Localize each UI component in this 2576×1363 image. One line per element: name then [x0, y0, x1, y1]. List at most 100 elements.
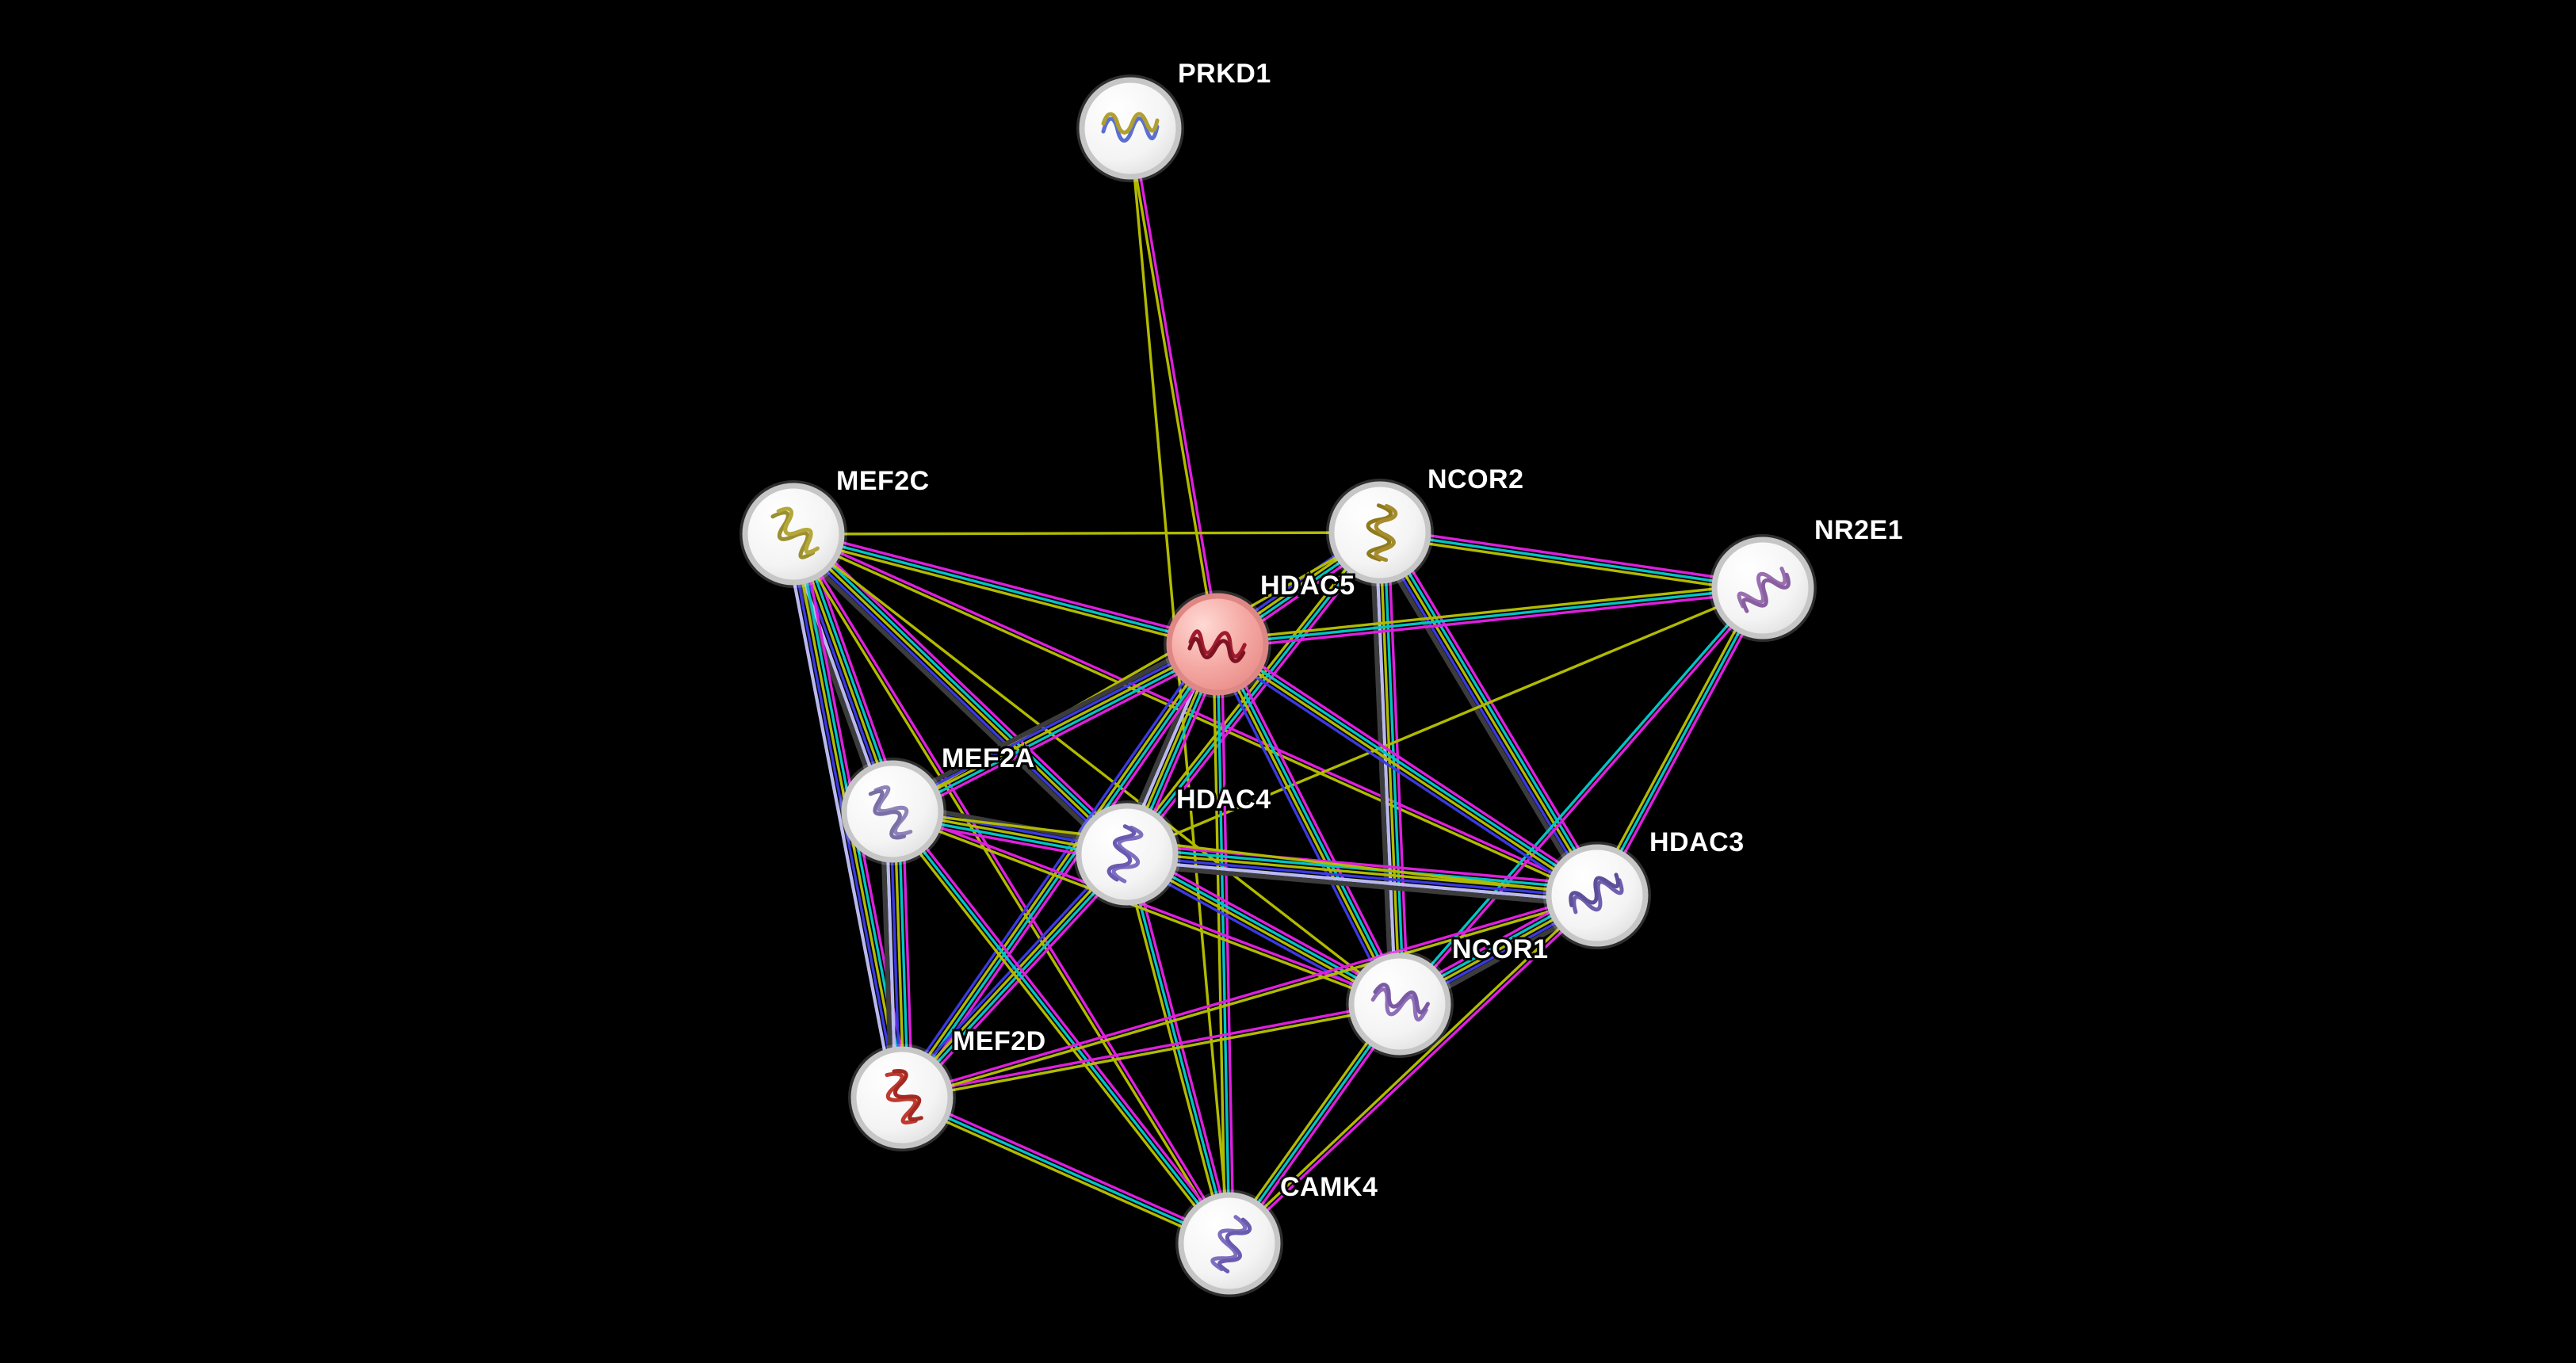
structure-ribbon: [1187, 636, 1246, 663]
edge-HDAC5-MEF2A-cyan[interactable]: [892, 646, 1221, 817]
edge-MEF2A-CAMK4-olive[interactable]: [888, 812, 1228, 1247]
edge-MEF2C-MEF2D-lilac[interactable]: [783, 533, 896, 1101]
edge-NCOR2-HDAC3-cyan[interactable]: [1382, 529, 1603, 895]
edge-HDAC5-NCOR1-blue[interactable]: [1210, 645, 1396, 1009]
edge-MEF2A-CAMK4-cyan[interactable]: [891, 810, 1231, 1245]
structure-ribbon: [1572, 878, 1624, 914]
protein-node-HDAC3[interactable]: [1543, 842, 1651, 949]
protein-node-MEF2A[interactable]: [839, 758, 946, 865]
edge-HDAC4-HDAC3-blue[interactable]: [1126, 854, 1599, 899]
edge-HDAC5-HDAC3-olive[interactable]: [1214, 644, 1598, 899]
edge-HDAC4-HDAC3-lilac[interactable]: [1125, 858, 1599, 903]
protein-node-PRKD1[interactable]: [1076, 74, 1184, 182]
protein-node-NR2E1[interactable]: [1709, 534, 1817, 642]
edge-MEF2D-CAMK4-cyan[interactable]: [900, 1096, 1231, 1245]
node-halo: [1543, 842, 1651, 949]
edge-NR2E1-HDAC5-cyan[interactable]: [1216, 586, 1764, 646]
structure-ribbon: [1737, 566, 1787, 609]
edge-MEF2A-NCOR1-magenta[interactable]: [892, 807, 1402, 1004]
edge-HDAC4-HDAC3-black[interactable]: [1123, 861, 1599, 908]
edge-HDAC3-CAMK4-magenta[interactable]: [1229, 895, 1600, 1247]
edge-HDAC5-HDAC3-cyan[interactable]: [1217, 641, 1600, 895]
protein-structure-icon: [1569, 872, 1624, 914]
edge-MEF2D-HDAC3-magenta[interactable]: [900, 891, 1598, 1098]
edge-MEF2C-CAMK4-magenta[interactable]: [793, 531, 1233, 1244]
edge-MEF2D-CAMK4-olive[interactable]: [899, 1100, 1229, 1249]
edge-MEF2C-HDAC4-black[interactable]: [785, 537, 1124, 863]
protein-node-NCOR2[interactable]: [1326, 479, 1434, 586]
edge-HDAC4-MEF2D-blue[interactable]: [896, 849, 1124, 1095]
edge-HDAC3-CAMK4-olive[interactable]: [1226, 892, 1597, 1243]
edge-NCOR2-HDAC4-magenta[interactable]: [1129, 533, 1385, 858]
edge-NR2E1-HDAC5-olive[interactable]: [1215, 582, 1764, 642]
edge-MEF2C-HDAC4-blue[interactable]: [789, 536, 1126, 859]
edge-HDAC5-MEF2A-blue[interactable]: [889, 639, 1217, 810]
edge-PRKD1-HDAC5-magenta[interactable]: [1130, 126, 1221, 646]
edge-NCOR2-HDAC3-magenta[interactable]: [1385, 526, 1606, 893]
protein-node-MEF2C[interactable]: [740, 480, 847, 588]
edge-HDAC5-CAMK4-olive[interactable]: [1212, 643, 1227, 1245]
structure-ribbon: [1741, 572, 1791, 613]
edge-HDAC5-NCOR1-cyan[interactable]: [1217, 642, 1404, 1005]
edge-MEF2C-HDAC5-cyan[interactable]: [792, 533, 1219, 646]
edge-NCOR2-NCOR1-black[interactable]: [1369, 530, 1394, 1007]
edge-MEF2A-CAMK4-magenta[interactable]: [894, 807, 1234, 1243]
edge-NR2E1-HDAC5-magenta[interactable]: [1216, 590, 1765, 650]
edge-MEF2C-HDAC4-cyan[interactable]: [794, 529, 1132, 853]
edge-HDAC5-MEF2D-olive[interactable]: [899, 641, 1217, 1098]
edge-NCOR2-HDAC4-olive[interactable]: [1122, 529, 1378, 853]
edge-HDAC4-NCOR1-magenta[interactable]: [1129, 847, 1405, 1000]
edge-PRKD1-HDAC5-olive[interactable]: [1126, 127, 1217, 647]
edge-HDAC4-HDAC3-magenta[interactable]: [1126, 842, 1599, 887]
edge-NCOR2-NCOR1-lilac[interactable]: [1374, 531, 1397, 1006]
edge-HDAC5-HDAC3-magenta[interactable]: [1219, 637, 1603, 892]
node-halo: [848, 1044, 956, 1151]
edge-MEF2A-HDAC3-olive[interactable]: [891, 810, 1599, 897]
edge-MEF2C-NCOR1-olive[interactable]: [792, 533, 1401, 1006]
edge-NCOR2-NR2E1-olive[interactable]: [1378, 535, 1764, 594]
edge-HDAC5-CAMK4-magenta[interactable]: [1220, 643, 1235, 1245]
edge-NR2E1-HDAC4-olive[interactable]: [1126, 586, 1764, 856]
edge-MEF2A-NCOR1-olive[interactable]: [890, 811, 1401, 1008]
edge-NR2E1-HDAC3-cyan[interactable]: [1596, 586, 1764, 897]
edge-MEF2C-NCOR2-olive[interactable]: [792, 531, 1382, 536]
structure-ribbon: [1210, 1215, 1248, 1272]
node-halo: [740, 480, 847, 588]
edge-NR2E1-HDAC3-magenta[interactable]: [1599, 588, 1768, 899]
protein-node-HDAC4[interactable]: [1073, 800, 1181, 908]
edge-HDAC5-MEF2D-blue[interactable]: [895, 639, 1214, 1096]
edge-HDAC5-MEF2A-olive[interactable]: [891, 643, 1219, 813]
edge-NCOR2-HDAC3-black[interactable]: [1370, 534, 1593, 903]
edge-HDAC5-MEF2A-magenta[interactable]: [895, 650, 1223, 820]
edge-HDAC5-NCOR1-olive[interactable]: [1213, 643, 1400, 1006]
edge-MEF2D-NCOR1-magenta[interactable]: [900, 1000, 1401, 1098]
edge-HDAC5-CAMK4-cyan[interactable]: [1216, 643, 1231, 1245]
edge-HDAC4-NCOR1-olive[interactable]: [1125, 854, 1401, 1007]
edge-HDAC4-NCOR1-cyan[interactable]: [1126, 851, 1402, 1004]
protein-node-CAMK4[interactable]: [1175, 1189, 1283, 1297]
edge-NCOR2-NCOR1-magenta[interactable]: [1386, 530, 1410, 1006]
edge-HDAC5-NCOR1-magenta[interactable]: [1221, 640, 1407, 1003]
edge-MEF2C-HDAC5-magenta[interactable]: [793, 529, 1221, 642]
edge-NCOR2-HDAC4-cyan[interactable]: [1126, 531, 1382, 856]
edge-MEF2C-HDAC4-olive[interactable]: [792, 533, 1129, 856]
edge-MEF2C-HDAC5-olive[interactable]: [790, 536, 1218, 650]
structure-ribbon: [1366, 503, 1393, 562]
edge-MEF2C-CAMK4-olive[interactable]: [790, 533, 1229, 1247]
edge-NCOR2-HDAC3-olive[interactable]: [1378, 531, 1599, 897]
edge-NCOR2-NR2E1-cyan[interactable]: [1378, 531, 1764, 590]
protein-node-HDAC5[interactable]: [1164, 590, 1271, 698]
edge-NCOR2-HDAC3-blue[interactable]: [1374, 533, 1596, 899]
edge-MEF2D-CAMK4-magenta[interactable]: [902, 1092, 1233, 1241]
edge-MEF2D-NCOR1-olive[interactable]: [900, 1004, 1402, 1101]
edge-HDAC5-HDAC3-blue[interactable]: [1212, 647, 1596, 903]
structure-ribbon: [1217, 1217, 1252, 1273]
edge-HDAC5-MEF2A-black[interactable]: [886, 634, 1217, 807]
protein-node-MEF2D[interactable]: [848, 1044, 956, 1151]
edge-NCOR2-NCOR1-olive[interactable]: [1378, 531, 1401, 1006]
edge-NCOR2-NR2E1-magenta[interactable]: [1379, 527, 1765, 586]
edge-NR2E1-HDAC3-olive[interactable]: [1592, 584, 1761, 895]
edge-MEF2D-HDAC3-olive[interactable]: [901, 895, 1599, 1101]
protein-node-NCOR1[interactable]: [1346, 950, 1454, 1058]
